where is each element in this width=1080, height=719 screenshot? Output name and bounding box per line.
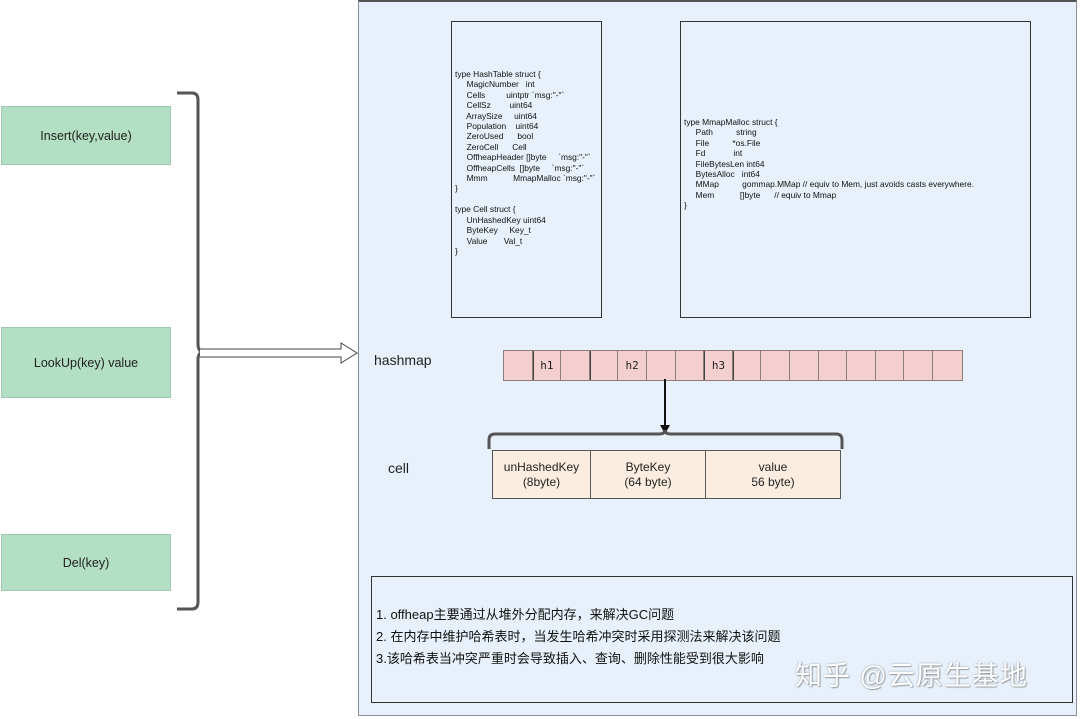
mmapmalloc-struct-line: File *os.File (684, 137, 761, 148)
cell-label: cell (388, 460, 410, 476)
hashtable-struct-line: CellSz uint64 (455, 100, 533, 111)
hashtable-struct-line: type Cell struct { (455, 204, 516, 215)
mmapmalloc-struct-line: Fd int (684, 148, 743, 159)
hashmap-slot (875, 351, 905, 380)
hashtable-struct-line: MagicNumber int (455, 79, 535, 90)
cell-part-name: value (758, 459, 788, 474)
hashmap-slot (789, 351, 819, 380)
note-line: 1. offheap主要通过从堆外分配内存，来解决GC问题 (376, 607, 675, 622)
hashmap-slot (904, 351, 933, 380)
hashtable-struct-line: OffheapHeader []byte `msg:"-"` (455, 152, 591, 163)
hollow-arrow-to-panel (200, 342, 358, 364)
hashtable-struct-line: ByteKey Key_t (455, 225, 531, 236)
hashtable-struct-line: Value Val_t (455, 235, 523, 246)
cell-part-name: unHashedKey (503, 459, 580, 474)
hashmap-label: hashmap (374, 352, 432, 368)
cell-part-size: (8byte) (522, 474, 561, 489)
hashtable-struct-line: UnHashedKey uint64 (455, 214, 546, 225)
cell-part-size: 56 byte) (751, 474, 795, 489)
hashtable-struct-line: } (455, 183, 458, 194)
hashmap-slot (761, 351, 790, 380)
insert-operation-box: Insert(key,value) (1, 106, 171, 165)
hashmap-slot (589, 351, 619, 380)
lookup-operation-label: LookUp(key) value (33, 355, 139, 370)
mmapmalloc-struct-box: type MmapMalloc struct { Path string Fil… (680, 21, 1031, 318)
hashtable-struct-line: } (455, 245, 458, 256)
mmapmalloc-struct-line: type MmapMalloc struct { (684, 117, 778, 127)
mmapmalloc-struct-line: } (684, 200, 687, 211)
note-line: 3.该哈希表当冲突严重时会导致插入、查询、删除性能受到很大影响 (376, 651, 764, 666)
hashmap-slot (847, 351, 876, 380)
hashmap-slot (818, 351, 848, 380)
hashtable-struct-line: ArraySize uint64 (455, 110, 537, 121)
cell-layout: unHashedKey (8byte) ByteKey (64 byte) va… (492, 450, 841, 499)
hashmap-array: h1 h2 h3 (503, 350, 963, 381)
lookup-operation-box: LookUp(key) value (1, 327, 171, 398)
note-line: 2. 在内存中维护哈希表时，当发生哈希冲突时采用探测法来解决该问题 (376, 629, 781, 644)
hashmap-slot (646, 351, 676, 380)
delete-operation-box: Del(key) (1, 534, 171, 591)
mmapmalloc-struct-line: MMap gommap.MMap // equiv to Mem, just a… (684, 179, 974, 190)
hashtable-struct-line: Cells uintptr `msg:"-"` (455, 89, 565, 100)
cell-part-size: (64 byte) (624, 474, 672, 489)
mmapmalloc-struct-line: BytesAlloc int64 (684, 169, 760, 180)
cell-part-value: value 56 byte) (706, 451, 840, 498)
cell-part-name: ByteKey (625, 459, 671, 474)
hashtable-struct-line: Population uint64 (455, 121, 539, 132)
hashtable-struct-line: OffheapCells []byte `msg:"-"` (455, 162, 585, 173)
mmapmalloc-struct-line: Mem []byte // equiv to Mmap (684, 189, 837, 200)
hashmap-slot (932, 351, 962, 380)
insert-operation-label: Insert(key,value) (40, 128, 132, 143)
hashmap-slot: h1 (532, 351, 562, 380)
hashmap-slot (561, 351, 590, 380)
hashtable-struct-line: Mmm MmapMalloc `msg:"-"` (455, 173, 596, 184)
hashmap-slot (675, 351, 705, 380)
hashtable-struct-line: type HashTable struct { (455, 69, 541, 79)
watermark: 知乎 @云原生基地 (795, 661, 1028, 691)
mmapmalloc-struct-line: FileBytesLen int64 (684, 158, 765, 169)
hashtable-struct-line: ZeroCell Cell (455, 141, 527, 152)
hashtable-struct-box: type HashTable struct { MagicNumber int … (451, 21, 602, 318)
hashtable-struct-line: ZeroUsed bool (455, 131, 534, 142)
cell-part-unhashedkey: unHashedKey (8byte) (493, 451, 591, 498)
mmapmalloc-struct-line: Path string (684, 127, 757, 138)
hashmap-slot (504, 351, 533, 380)
notes-box: 1. offheap主要通过从堆外分配内存，来解决GC问题 2. 在内存中维护哈… (371, 576, 1073, 703)
hashmap-slot (732, 351, 762, 380)
hashmap-slot: h2 (618, 351, 647, 380)
operations-brace (177, 91, 205, 611)
hashtable-struct-line (455, 194, 601, 204)
delete-operation-label: Del(key) (62, 555, 110, 570)
cell-part-bytekey: ByteKey (64 byte) (591, 451, 706, 498)
hashmap-slot: h3 (704, 351, 733, 380)
